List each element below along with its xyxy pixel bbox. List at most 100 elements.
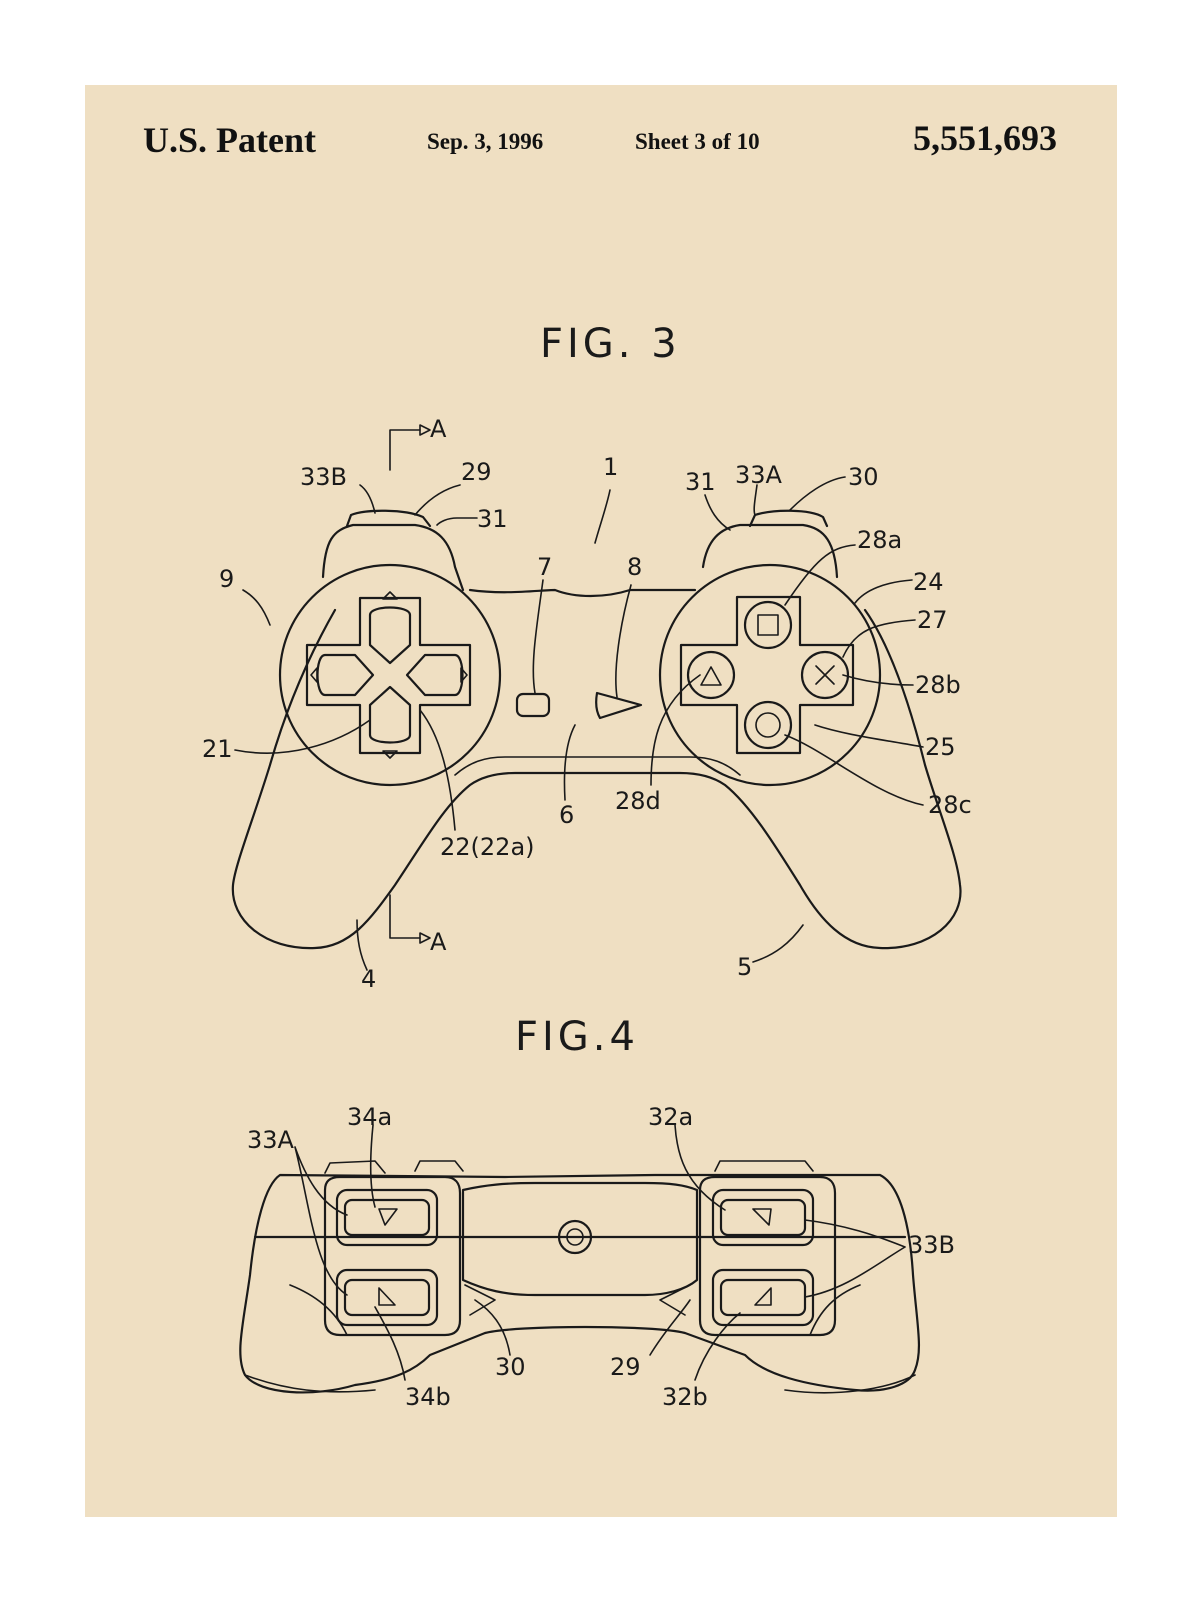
leader-28d bbox=[650, 674, 701, 786]
center-panel-lower-edge bbox=[454, 756, 741, 776]
label-6: 6 bbox=[559, 801, 574, 829]
leader-8 bbox=[615, 584, 632, 698]
arrow-down-icon bbox=[382, 750, 398, 759]
leader-27 bbox=[842, 619, 916, 658]
right-shoulder-housing bbox=[701, 523, 839, 579]
arrow-left-icon bbox=[310, 667, 318, 683]
label4-29: 29 bbox=[610, 1353, 641, 1381]
leader-28c bbox=[784, 734, 924, 806]
label-22: 22(22a) bbox=[440, 833, 535, 861]
label4-32b: 32b bbox=[662, 1383, 708, 1411]
patent-header-title: U.S. Patent bbox=[143, 120, 316, 160]
leader-33A bbox=[753, 484, 758, 516]
dpad-left-key bbox=[316, 653, 375, 697]
leader4-32b bbox=[694, 1312, 741, 1381]
label-4: 4 bbox=[361, 965, 376, 993]
leader-33B bbox=[359, 484, 376, 514]
sheet-number: Sheet 3 of 10 bbox=[635, 129, 760, 154]
start-button-8 bbox=[595, 691, 643, 720]
shoulder-button-32a bbox=[719, 1198, 807, 1237]
label4-33A: 33A bbox=[247, 1126, 295, 1154]
label-25: 25 bbox=[925, 733, 956, 761]
left-upper-shoulder-frame bbox=[335, 1188, 439, 1247]
section-arrow-bottom bbox=[419, 932, 431, 944]
icon-32b bbox=[754, 1287, 772, 1306]
controller-body-outline bbox=[231, 608, 962, 950]
leader-28b bbox=[842, 674, 914, 686]
shoulder-button-34a bbox=[343, 1198, 431, 1237]
right-shoulder-button-33A bbox=[748, 509, 829, 528]
arrow-right-icon bbox=[460, 667, 468, 683]
dpad-right-key bbox=[405, 653, 464, 697]
leader4-32a bbox=[674, 1124, 726, 1211]
label-28c: 28c bbox=[928, 791, 972, 819]
label4-30: 30 bbox=[495, 1353, 526, 1381]
front-body-bottom bbox=[244, 1374, 916, 1394]
front-center-hole bbox=[557, 1219, 593, 1255]
triangle-button-28d bbox=[686, 650, 736, 700]
controller-top-view: 1 4 5 6 7 8 9 21 22(22a) 24 25 27 28a 28… bbox=[202, 415, 972, 993]
leader4-33B bbox=[804, 1219, 906, 1298]
label-7: 7 bbox=[537, 553, 552, 581]
section-mark-bottom: A bbox=[430, 928, 447, 956]
square-icon bbox=[757, 614, 779, 636]
label-28b: 28b bbox=[915, 671, 961, 699]
leader4-34a bbox=[369, 1124, 376, 1208]
label-33A: 33A bbox=[735, 461, 783, 489]
cross-icon bbox=[815, 665, 835, 685]
label4-33B: 33B bbox=[908, 1231, 955, 1259]
label-29: 29 bbox=[461, 458, 492, 486]
label-8: 8 bbox=[627, 553, 642, 581]
dpad-cross bbox=[305, 596, 472, 755]
section-line-bottom bbox=[389, 894, 421, 939]
shoulder-button-34b bbox=[343, 1278, 431, 1317]
right-grip-detail bbox=[659, 1284, 861, 1336]
icon-34a bbox=[378, 1208, 398, 1226]
leader-31-right bbox=[704, 494, 731, 531]
arrow-up-icon bbox=[382, 591, 398, 600]
front-top-ridge bbox=[324, 1160, 814, 1174]
label-24: 24 bbox=[913, 568, 944, 596]
label-5: 5 bbox=[737, 953, 752, 981]
left-shoulder-cluster bbox=[323, 1175, 462, 1337]
leader-31-left bbox=[436, 517, 478, 526]
icon-32a bbox=[752, 1208, 772, 1226]
leader-22 bbox=[419, 709, 456, 831]
leader-25 bbox=[814, 724, 924, 748]
label4-32a: 32a bbox=[648, 1103, 693, 1131]
label-30: 30 bbox=[848, 463, 879, 491]
label-33B: 33B bbox=[300, 463, 347, 491]
patent-number: 5,551,693 bbox=[913, 118, 1057, 158]
triangle-icon bbox=[700, 666, 722, 686]
left-shoulder-housing bbox=[321, 523, 465, 592]
circle-icon bbox=[755, 712, 781, 738]
dpad-up-key bbox=[368, 606, 412, 665]
label-9: 9 bbox=[219, 565, 234, 593]
leader4-30 bbox=[474, 1299, 511, 1356]
patent-date: Sep. 3, 1996 bbox=[427, 129, 544, 154]
leader-24 bbox=[854, 579, 913, 604]
select-button-7 bbox=[515, 692, 551, 718]
leader-6 bbox=[563, 724, 576, 801]
left-thumb-recess bbox=[278, 563, 502, 787]
leader-4 bbox=[356, 919, 368, 971]
controller-bridge-top bbox=[468, 588, 697, 598]
patent-sheet: U.S. Patent Sep. 3, 1996 Sheet 3 of 10 5… bbox=[85, 85, 1117, 1517]
right-thumb-recess bbox=[658, 563, 882, 787]
cross-button-28b bbox=[800, 650, 850, 700]
drawing-canvas: FIG. 3 bbox=[202, 321, 972, 1411]
leader-28a bbox=[784, 544, 856, 606]
leader-29 bbox=[414, 484, 461, 516]
right-shoulder-cluster bbox=[698, 1175, 837, 1337]
leader4-29 bbox=[649, 1299, 691, 1356]
leader-9 bbox=[242, 589, 271, 626]
leader-30 bbox=[789, 476, 846, 511]
left-shoulder-button-33B bbox=[345, 509, 432, 528]
section-line-top bbox=[389, 429, 421, 471]
circle-button-28c bbox=[743, 700, 793, 750]
icon-34b bbox=[378, 1287, 396, 1306]
dpad-down-key bbox=[368, 685, 412, 744]
label-28d: 28d bbox=[615, 787, 661, 815]
right-lower-shoulder-frame bbox=[711, 1268, 815, 1327]
label-31-left: 31 bbox=[477, 505, 508, 533]
